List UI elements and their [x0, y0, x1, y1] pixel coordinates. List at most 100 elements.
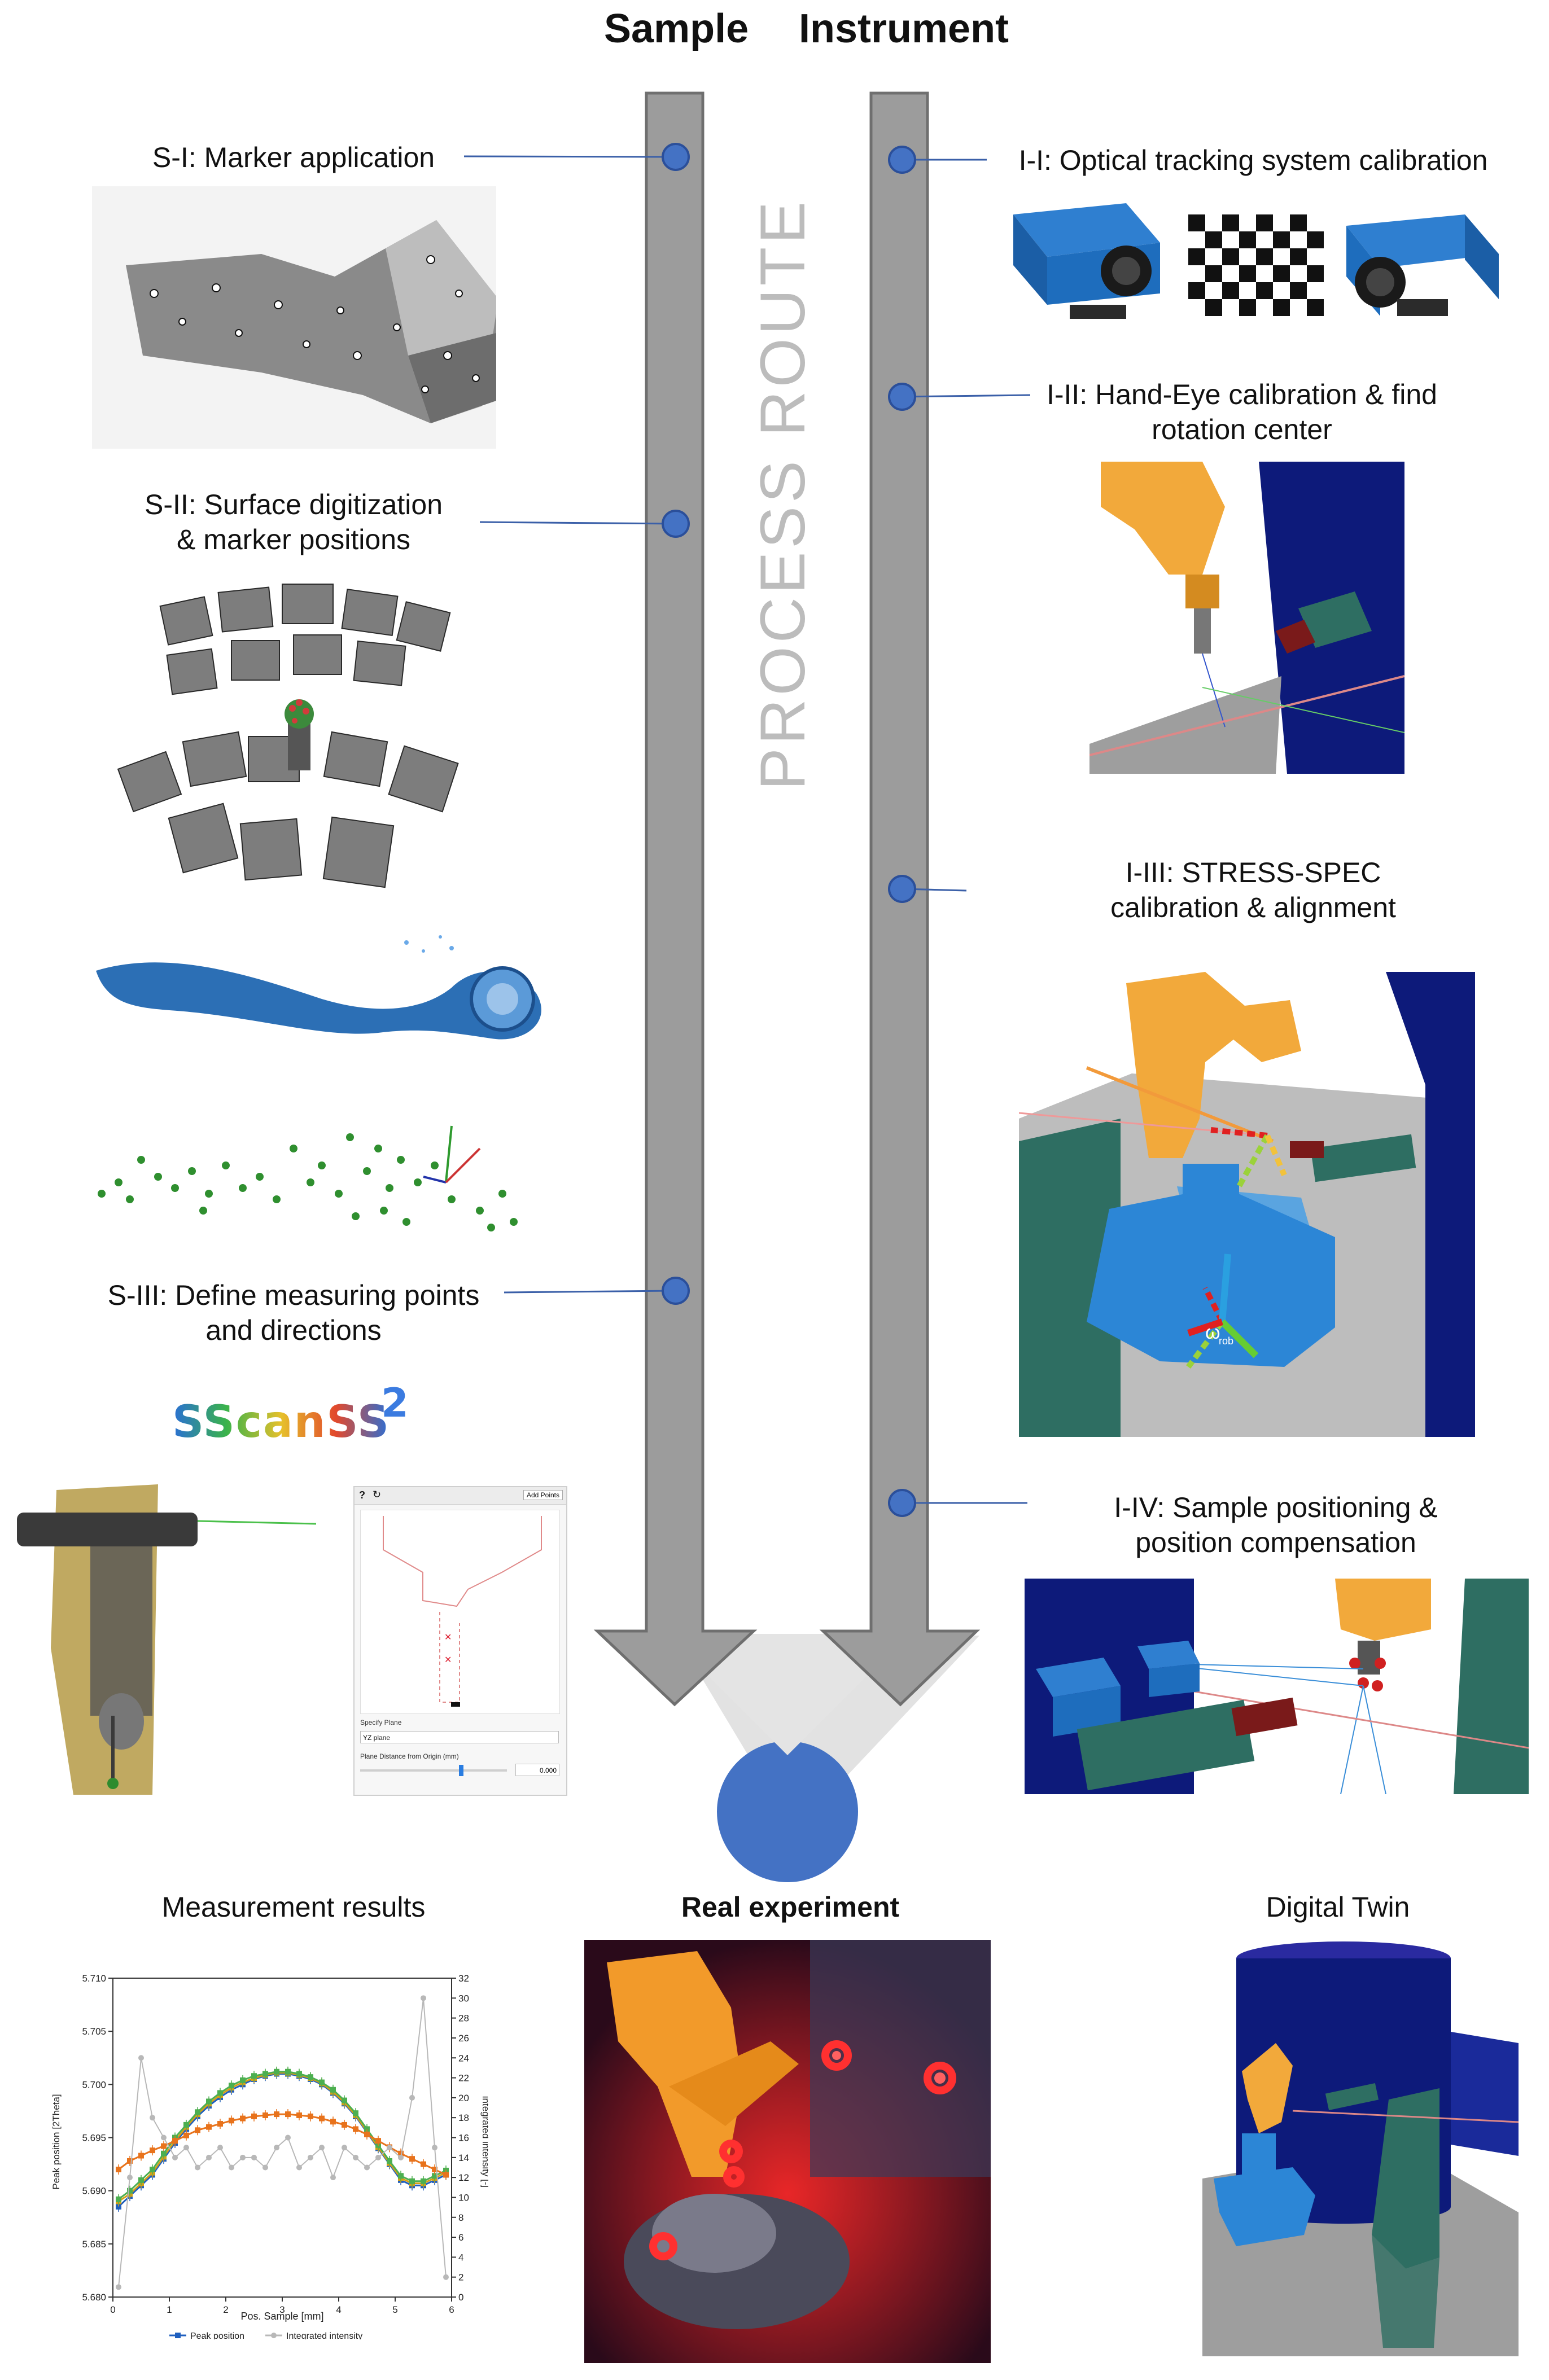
- checkerboard-icon: [1188, 214, 1324, 316]
- node-s1: [662, 143, 690, 171]
- sscanss-logo-text: SScanSS: [172, 1397, 391, 1448]
- step-i4-label: I-IV: Sample positioning & position comp…: [1050, 1490, 1502, 1560]
- stress-spec-alignment-render: ω rob: [1019, 972, 1475, 1437]
- y2-tick-label: 10: [458, 2192, 469, 2203]
- step-s3-label: S-III: Define measuring points and direc…: [85, 1278, 502, 1348]
- intensity-point: [127, 2175, 133, 2181]
- y2-tick-label: 14: [458, 2153, 469, 2163]
- step-i2-line1: I-II: Hand-Eye calibration & find: [1047, 379, 1437, 410]
- y2-tick-label: 12: [458, 2172, 469, 2183]
- tracking-camera-back-icon: [1137, 1641, 1200, 1697]
- intensity-point: [296, 2164, 302, 2171]
- measurement-results-label: Measurement results: [161, 1891, 426, 1923]
- node-i3: [888, 875, 916, 903]
- intensity-point: [342, 2145, 347, 2151]
- slider-handle[interactable]: [459, 1765, 463, 1776]
- camera-left-icon: [1013, 203, 1160, 319]
- y2-tick-label: 8: [458, 2212, 463, 2223]
- sscanss-logo: SScanSS 2: [172, 1380, 429, 1453]
- y-tick-label: 5.705: [82, 2026, 106, 2037]
- y2-tick-label: 26: [458, 2033, 469, 2044]
- step-i4-line2: position compensation: [1135, 1527, 1416, 1558]
- chevron-cap: [675, 1634, 900, 1755]
- y2-tick-label: 30: [458, 1993, 469, 2004]
- y-tick-label: 5.685: [82, 2239, 106, 2250]
- y2-tick-label: 2: [458, 2272, 463, 2283]
- intensity-point: [308, 2154, 313, 2160]
- intensity-point: [353, 2154, 358, 2160]
- intensity-point: [217, 2145, 223, 2151]
- sscanss-logo-sup: 2: [381, 1380, 409, 1426]
- chart-legend: Peak position Integrated intensity: [169, 2331, 362, 2341]
- omega-rob-sub: rob: [1219, 1335, 1233, 1347]
- process-route-diagram: PROCESS ROUTE: [463, 91, 1031, 1882]
- x-tick-label: 6: [449, 2304, 454, 2315]
- legend-peak-position: Peak position: [190, 2331, 244, 2339]
- node-i1: [888, 146, 916, 174]
- sample-rail-arrow: [593, 91, 758, 1707]
- scan-object-center: [285, 699, 314, 770]
- y-tick-label: 5.700: [82, 2079, 106, 2090]
- plane-select[interactable]: YZ plane: [360, 1731, 559, 1743]
- photogrammetry-cameras-illustration: [113, 567, 480, 928]
- intensity-point: [443, 2274, 449, 2280]
- intensity-point: [319, 2145, 325, 2151]
- real-experiment-label: Real experiment: [681, 1891, 900, 1923]
- legend-integrated-intensity: Integrated intensity: [286, 2331, 362, 2339]
- y-tick-label: 5.690: [82, 2186, 106, 2197]
- y2-tick-label: 22: [458, 2073, 469, 2084]
- y-tick-label: 5.710: [82, 1973, 106, 1984]
- step-i1-label: I-I: Optical tracking system calibration: [1018, 144, 1488, 176]
- intensity-point: [229, 2164, 234, 2171]
- real-experiment-photo: [584, 1940, 991, 2363]
- intensity-point: [330, 2175, 336, 2181]
- refresh-icon[interactable]: ↻: [373, 1489, 382, 1500]
- y2-tick-label: 4: [458, 2252, 463, 2263]
- y2-axis-label: integrated intensity [-]: [480, 2096, 488, 2188]
- step-i3-line1: I-III: STRESS-SPEC: [1125, 857, 1381, 888]
- marker-positions-illustration: [85, 1115, 536, 1250]
- x-axis-label: Pos. Sample [mm]: [240, 2311, 323, 2322]
- specify-plane-label: Specify Plane: [360, 1719, 402, 1726]
- x-tick-label: 1: [167, 2304, 172, 2315]
- plane-distance-slider[interactable]: [360, 1769, 507, 1772]
- digital-twin-label: Digital Twin: [1266, 1891, 1410, 1923]
- intensity-point: [409, 2094, 415, 2101]
- plane-distance-input[interactable]: 0.000: [515, 1764, 559, 1776]
- step-i2-label: I-II: Hand-Eye calibration & find rotati…: [1016, 377, 1468, 447]
- x-tick-label: 3: [279, 2304, 285, 2315]
- intensity-point: [138, 2055, 144, 2061]
- process-route-label: PROCESS ROUTE: [747, 198, 818, 790]
- intensity-point: [262, 2164, 268, 2171]
- x-tick-label: 4: [336, 2304, 341, 2315]
- marker-application-photo: [92, 186, 496, 449]
- intensity-point: [116, 2284, 121, 2290]
- plane-distance-label: Plane Distance from Origin (mm): [360, 1752, 459, 1760]
- intensity-point: [364, 2164, 370, 2171]
- y2-tick-label: 28: [458, 2013, 469, 2024]
- editor-toolbar: ? ↻ Add Points: [355, 1487, 566, 1505]
- marked-blade-illustration: [126, 220, 496, 423]
- intensity-point: [421, 1995, 426, 2001]
- step-i3-label: I-III: STRESS-SPEC calibration & alignme…: [1061, 855, 1445, 925]
- help-icon[interactable]: ?: [359, 1489, 365, 1501]
- intensity-point: [183, 2145, 189, 2151]
- tracking-camera-front-icon: [1036, 1658, 1121, 1737]
- step-s2-label: S-II: Surface digitization & marker posi…: [113, 487, 474, 557]
- x-tick-label: 5: [392, 2304, 397, 2315]
- editor-canvas[interactable]: ✕ ✕: [360, 1510, 560, 1714]
- sample-positioning-render: [1025, 1579, 1529, 1794]
- process-end-circle: [717, 1741, 858, 1882]
- intensity-point: [398, 2154, 404, 2160]
- add-points-button[interactable]: Add Points: [523, 1490, 563, 1500]
- step-i3-line2: calibration & alignment: [1110, 892, 1396, 923]
- y2-tick-label: 6: [458, 2232, 463, 2243]
- node-s2: [662, 510, 690, 538]
- sscanss-point-editor: ? ↻ Add Points ✕ ✕ Specify Plane YZ plan…: [353, 1486, 567, 1796]
- y2-tick-label: 16: [458, 2133, 469, 2144]
- point-cloud-scan-illustration: [85, 926, 548, 1055]
- step-i4-line1: I-IV: Sample positioning &: [1114, 1492, 1438, 1523]
- y-axis-label: Peak position [2Theta]: [51, 2094, 62, 2189]
